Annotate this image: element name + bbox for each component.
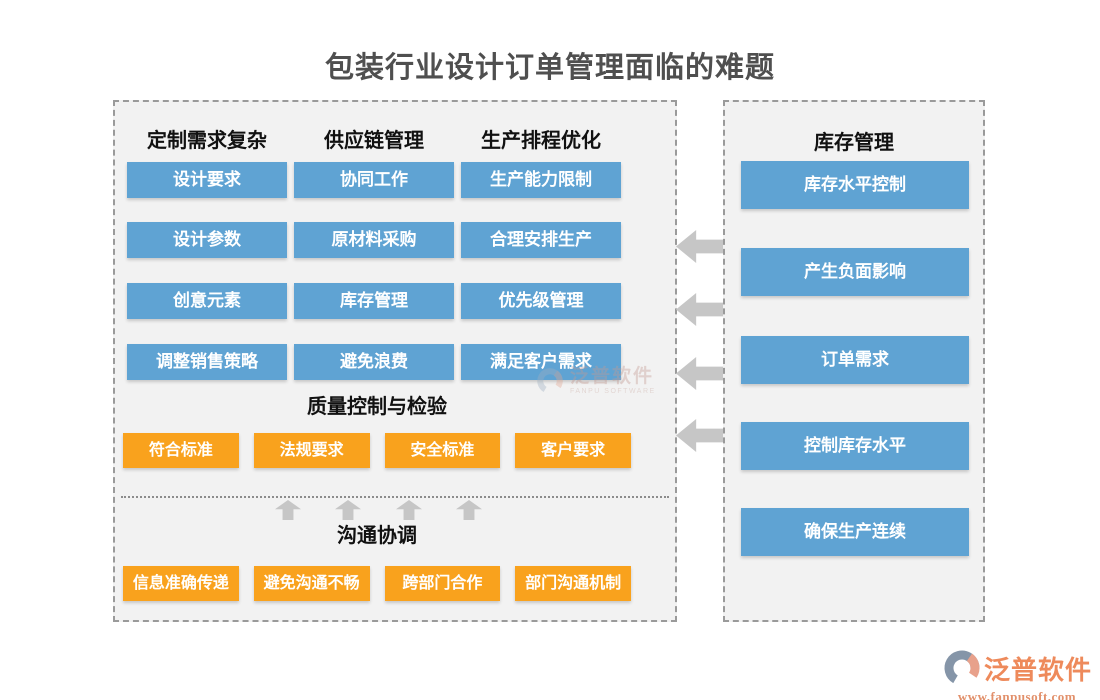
column-header-supply-chain: 供应链管理	[324, 130, 424, 152]
diagram-box: 信息准确传递	[123, 566, 239, 601]
blue-row-3: 创意元素 库存管理 优先级管理	[127, 283, 621, 319]
left-arrow-icon	[676, 419, 724, 452]
diagram-box: 库存管理	[294, 283, 454, 319]
diagram-box: 确保生产连续	[741, 508, 969, 556]
diagram-box: 优先级管理	[461, 283, 621, 319]
dotted-divider	[121, 496, 669, 498]
column-header-custom-demand: 定制需求复杂	[147, 130, 267, 152]
diagram-box: 生产能力限制	[461, 162, 621, 198]
diagram-box: 法规要求	[253, 433, 370, 468]
diagram-box: 跨部门合作	[384, 566, 501, 601]
diagram-box: 满足客户需求	[461, 344, 621, 380]
diagram-box: 创意元素	[127, 283, 287, 319]
diagram-box: 安全标准	[384, 433, 501, 468]
diagram-box: 避免沟通不畅	[253, 566, 370, 601]
brand-name: 泛普软件	[983, 654, 1092, 685]
column-header-scheduling: 生产排程优化	[481, 130, 601, 152]
diagram-box: 设计参数	[127, 222, 287, 258]
diagram-box: 调整销售策略	[127, 344, 287, 380]
fanpu-logo-icon	[944, 650, 980, 686]
communication-section-header: 沟通协调	[337, 525, 417, 547]
diagram-box: 协同工作	[294, 162, 454, 198]
quality-row: 符合标准 法规要求 安全标准 客户要求	[123, 433, 631, 468]
up-arrow-icon	[275, 500, 301, 520]
diagram-box: 部门沟通机制	[515, 566, 631, 601]
left-arrow-icon	[676, 230, 724, 263]
diagram-box: 产生负面影响	[741, 248, 969, 296]
quality-section-header: 质量控制与检验	[307, 396, 447, 418]
up-arrow-icon	[335, 500, 361, 520]
left-arrow-icon	[676, 293, 724, 326]
diagram-box: 库存水平控制	[741, 161, 969, 209]
inventory-panel-header: 库存管理	[814, 132, 894, 154]
blue-row-4: 调整销售策略 避免浪费 满足客户需求	[127, 344, 621, 380]
diagram-box: 避免浪费	[294, 344, 454, 380]
column-headers: 定制需求复杂 供应链管理 生产排程优化	[127, 124, 621, 153]
diagram-box: 符合标准	[123, 433, 239, 468]
diagram-box: 控制库存水平	[741, 422, 969, 470]
diagram-box: 订单需求	[741, 336, 969, 384]
communication-row: 信息准确传递 避免沟通不畅 跨部门合作 部门沟通机制	[123, 566, 631, 601]
up-arrow-icon	[396, 500, 422, 520]
page-title: 包装行业设计订单管理面临的难题	[324, 52, 775, 84]
blue-row-2: 设计参数 原材料采购 合理安排生产	[127, 222, 621, 258]
brand-logo[interactable]: 泛普软件 www.fanpusoft.com	[942, 648, 1092, 700]
inventory-panel: 库存管理 库存水平控制 产生负面影响 订单需求 控制库存水平 确保生产连续	[723, 100, 985, 622]
diagram-box: 设计要求	[127, 162, 287, 198]
diagram-box: 客户要求	[515, 433, 631, 468]
diagram-box: 合理安排生产	[461, 222, 621, 258]
brand-url[interactable]: www.fanpusoft.com	[957, 689, 1077, 700]
left-arrow-icon	[676, 357, 724, 390]
diagram-box: 原材料采购	[294, 222, 454, 258]
blue-row-1: 设计要求 协同工作 生产能力限制	[127, 162, 621, 198]
main-panel: 定制需求复杂 供应链管理 生产排程优化 设计要求 协同工作 生产能力限制 设计参…	[113, 100, 677, 622]
up-arrow-icon	[456, 500, 482, 520]
